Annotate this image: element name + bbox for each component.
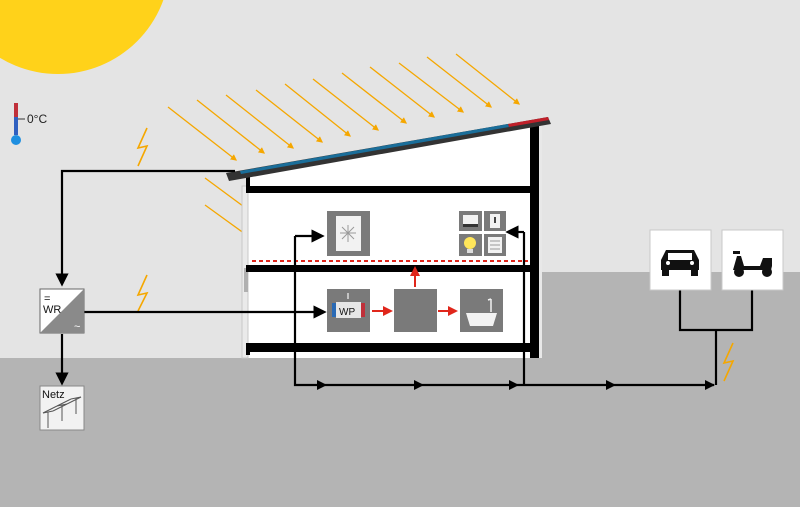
appliances-icon	[459, 211, 506, 256]
freezer-icon	[327, 211, 370, 256]
heat-pump-icon	[327, 289, 370, 332]
thermometer-icon	[11, 103, 25, 145]
sun-rays	[167, 53, 521, 253]
heat-storage-box	[394, 289, 437, 332]
bathtub-icon	[460, 289, 503, 332]
power-grid-icon	[39, 385, 85, 431]
heat-pump-label: WP	[339, 307, 355, 318]
sun	[0, 0, 164, 74]
inverter-icon	[39, 288, 85, 334]
heat-flow-arrows	[372, 266, 458, 316]
inverter-label: WR	[43, 304, 61, 316]
electrical-flow-lines	[55, 169, 754, 387]
temperature-label: 0°C	[27, 112, 47, 126]
grid-label: Netz	[42, 389, 65, 401]
lightning-icons	[136, 127, 735, 382]
electric-scooter-icon	[721, 229, 784, 291]
inverter-ac-symbol: ~	[74, 321, 80, 333]
ground	[0, 358, 800, 507]
inverter-dc-symbol: =	[44, 293, 50, 305]
electric-car-icon	[649, 229, 712, 291]
flow-arrowheads	[317, 380, 715, 390]
